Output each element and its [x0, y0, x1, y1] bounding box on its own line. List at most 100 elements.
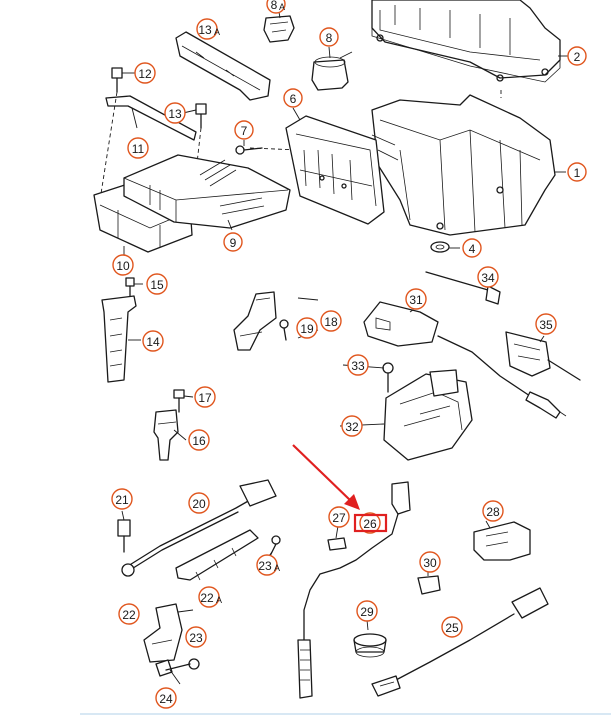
bolt-24-part — [155, 659, 191, 677]
callout-circle — [155, 687, 177, 709]
sensor-14-part — [101, 295, 137, 383]
callout-circle — [405, 288, 427, 310]
bracket-bar-part — [105, 95, 197, 141]
callout-number: 12 — [138, 67, 152, 81]
callout-34: 34 — [477, 266, 499, 288]
callout-19: 19 — [296, 317, 318, 339]
callout-circle — [234, 120, 254, 140]
callout-number: 7 — [241, 124, 248, 138]
callout-11: 11 — [127, 137, 149, 159]
callout-2: 2 — [567, 46, 587, 66]
callout-14: 14 — [142, 330, 164, 352]
callout-4: 4 — [462, 238, 482, 258]
bolt-15-part — [125, 277, 135, 299]
screw-19-part — [279, 319, 289, 341]
callout-circle — [567, 162, 587, 182]
callout-13: 13 — [164, 102, 186, 124]
callout-circle — [341, 415, 363, 437]
cable-20-part — [121, 479, 277, 577]
callout-number: 20 — [192, 497, 206, 511]
callout-number: 11 — [132, 142, 145, 156]
callout-26: 26 — [359, 512, 381, 534]
screw-33-part — [382, 362, 394, 393]
connector-35-part — [505, 331, 581, 381]
callout-30: 30 — [419, 551, 441, 573]
callout-number: 23 — [258, 559, 272, 573]
screw-7-part — [235, 145, 263, 155]
callout-circle — [266, 0, 286, 14]
seal-ring-part — [353, 633, 387, 658]
callout-suffix: A — [274, 563, 280, 573]
callout-circle — [347, 354, 369, 376]
callout-number: 8 — [271, 0, 278, 12]
callout-number: 8 — [326, 31, 333, 45]
sensor-28-part — [473, 521, 531, 561]
callout-number: 15 — [150, 278, 164, 292]
sensor-25-part — [371, 587, 549, 697]
callout-circle — [196, 18, 218, 40]
callout-circle — [198, 586, 220, 608]
callout-number: 19 — [300, 322, 314, 336]
callout-number: 22 — [200, 591, 214, 605]
callout-number: 35 — [539, 318, 553, 332]
callout-circle — [328, 506, 350, 528]
callout-number: 6 — [290, 92, 297, 106]
callout-number: 10 — [116, 259, 130, 273]
callout-circle — [482, 500, 504, 522]
clip-30-part — [417, 575, 441, 595]
bracket-32-part — [383, 369, 473, 461]
clip-27-part — [327, 537, 347, 551]
callout-circle — [118, 603, 140, 625]
callout-24: 24 — [155, 687, 177, 709]
bolt-21-part — [117, 519, 131, 553]
callout-16: 16 — [188, 429, 210, 451]
relay-part — [311, 51, 353, 91]
callout-number: 21 — [115, 493, 129, 507]
callout-circle — [535, 313, 557, 335]
callout-number: 26 — [363, 517, 377, 531]
callout-10: 10 — [112, 254, 134, 276]
callout-circle — [320, 310, 342, 332]
callout-25: 25 — [441, 616, 463, 638]
highlight-arrow-head — [344, 494, 360, 510]
callout-number: 18 — [324, 315, 338, 329]
callout-number: 2 — [574, 50, 581, 64]
callout-circle — [256, 554, 278, 576]
sensor-31-part — [363, 301, 567, 419]
callout-number: 16 — [192, 434, 206, 448]
callout-number: 24 — [159, 692, 173, 706]
callout-circle — [223, 232, 243, 252]
callout-18: 18 — [320, 310, 342, 332]
callout-circle — [319, 27, 339, 47]
sensor-26-part — [297, 481, 411, 699]
bolt-12-part — [111, 67, 123, 93]
callout-circle — [441, 616, 463, 638]
highlight-arrow — [292, 444, 353, 503]
callout-35: 35 — [535, 313, 557, 335]
cover-strip-part — [175, 31, 271, 101]
callout-number: 28 — [486, 505, 500, 519]
callout-suffix: A — [216, 595, 222, 605]
cable-tie-part — [425, 271, 501, 305]
callout-circle — [283, 88, 303, 108]
callout-33: 33 — [347, 354, 369, 376]
callout-number: 23 — [189, 631, 203, 645]
callout-number: 34 — [481, 271, 495, 285]
callout-number: 14 — [146, 335, 160, 349]
callout-23: 23 — [185, 626, 207, 648]
callout-12: 12 — [134, 62, 156, 84]
callout-circle — [185, 626, 207, 648]
frame-part — [285, 115, 385, 225]
bracket-22a-part — [175, 529, 259, 581]
callout-number: 25 — [445, 621, 459, 635]
callout-20: 20 — [188, 492, 210, 514]
callout-number: 29 — [360, 605, 374, 619]
callout-9: 9 — [223, 232, 243, 252]
callout-suffix: A — [279, 2, 285, 12]
bracket-22-part — [143, 603, 183, 663]
